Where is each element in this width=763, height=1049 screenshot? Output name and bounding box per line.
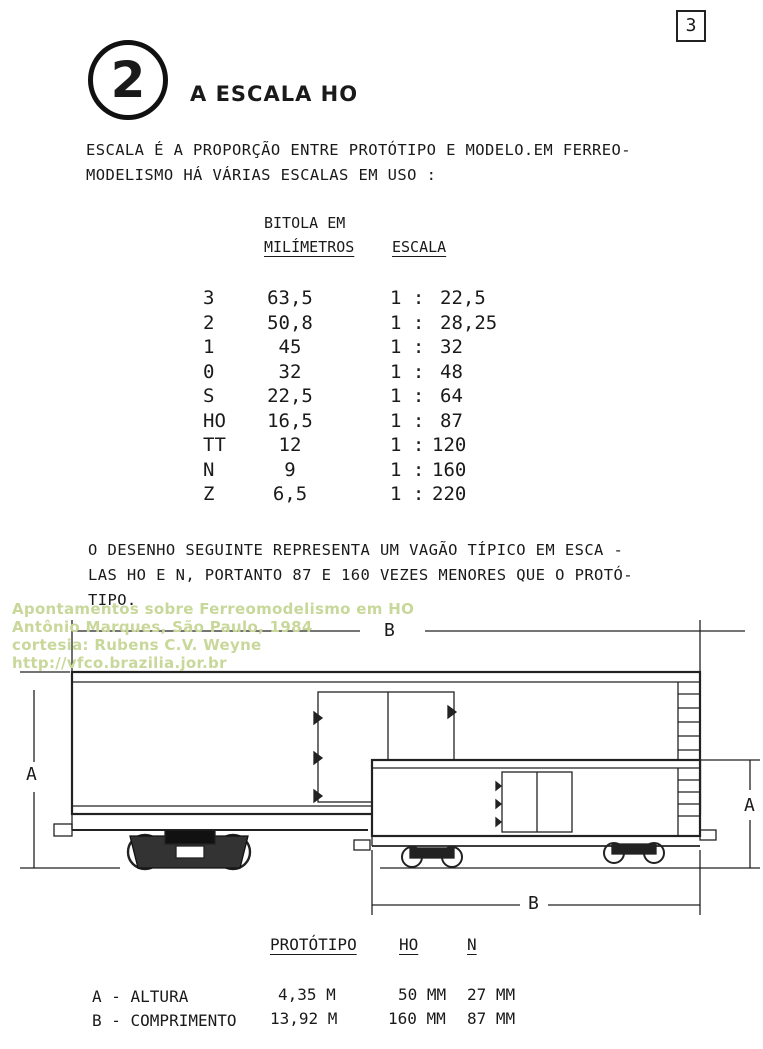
ratio-prefix: 1 : <box>390 385 425 407</box>
ratio-value: 48 <box>440 360 463 383</box>
row-b-n: 87 MM <box>467 1009 516 1028</box>
ratio-value: 120 <box>432 434 467 456</box>
gauge-value: 16,5 <box>267 409 313 432</box>
header-ho: HO <box>399 935 419 954</box>
scale-names-column: 3 2 1 0 S HO TT N Z <box>203 286 226 507</box>
ratio-prefix: 1 : <box>390 287 425 309</box>
row-b-prototype: 13,92 M <box>270 1009 338 1028</box>
header-n: N <box>467 935 477 954</box>
page-number: 3 <box>676 10 706 42</box>
watermark-line-3: cortesia: Rubens C.V. Weyne <box>12 636 262 654</box>
scale-name: 0 <box>203 360 215 383</box>
gauge-value: 50,8 <box>267 311 313 334</box>
scale-name: N <box>203 458 215 481</box>
scale-name: TT <box>203 434 226 456</box>
row-a-ho: 50 MM <box>398 985 447 1004</box>
scale-name: 1 <box>203 336 215 358</box>
intro-line-1: ESCALA É A PROPORÇÃO ENTRE PROTÓTIPO E M… <box>86 141 631 159</box>
n-truck-left <box>409 847 455 859</box>
ratio-value: 160 <box>432 458 467 481</box>
ratio-prefix: 1 : <box>390 336 425 358</box>
ratio-values-column: 22,5 28,25 32 48 64 87 120 160 220 <box>432 286 497 507</box>
ratio-value: 28,25 <box>440 311 498 334</box>
scale-name: Z <box>203 483 215 505</box>
watermark: Apontamentos sobre Ferreomodelismo em HO… <box>12 600 414 672</box>
drawing-text-line-3: TIPO. <box>88 591 137 609</box>
n-truck-right <box>611 843 657 855</box>
ratio-value: 87 <box>440 409 463 432</box>
dim-label-a-right: A <box>744 795 755 816</box>
ratio-prefix-column: 1 : 1 : 1 : 1 : 1 : 1 : 1 : 1 : 1 : <box>390 286 424 507</box>
gauge-header-line-2: MILÍMETROS <box>264 238 355 256</box>
ratio-prefix: 1 : <box>390 360 425 383</box>
intro-paragraph: ESCALA É A PROPORÇÃO ENTRE PROTÓTIPO E M… <box>86 138 631 188</box>
ratio-value: 64 <box>440 385 463 407</box>
row-a-n: 27 MM <box>467 985 516 1004</box>
row-b-label: B - COMPRIMENTO <box>92 1011 237 1030</box>
chapter-title: A ESCALA HO <box>190 82 359 106</box>
scale-name: 3 <box>203 287 215 309</box>
gauge-value: 12 <box>278 434 302 456</box>
row-a-prototype: 4,35 M <box>278 985 336 1004</box>
gauge-values-column: 63,5 50,8 45 32 22,5 16,5 12 9 6,5 <box>264 286 316 507</box>
ratio-prefix: 1 : <box>390 483 425 505</box>
scale-name: 2 <box>203 311 215 334</box>
gauge-value: 9 <box>284 458 296 481</box>
header-prototype: PROTÓTIPO <box>270 935 357 954</box>
ratio-value: 32 <box>440 336 463 358</box>
gauge-value: 6,5 <box>272 483 308 505</box>
ratio-value: 220 <box>432 483 467 505</box>
row-b-ho: 160 MM <box>388 1009 446 1028</box>
gauge-value: 45 <box>278 336 302 358</box>
scale-name: S <box>203 385 215 407</box>
gauge-header-line-1: BITOLA EM <box>264 214 346 232</box>
ratio-prefix: 1 : <box>390 434 425 456</box>
ratio-prefix: 1 : <box>390 409 425 432</box>
watermark-line-1: Apontamentos sobre Ferreomodelismo em HO <box>12 600 415 618</box>
drawing-description: O DESENHO SEGUINTE REPRESENTA UM VAGÃO T… <box>88 538 633 613</box>
row-a-label: A - ALTURA <box>92 987 189 1006</box>
scale-name: HO <box>203 409 226 432</box>
n-car-body <box>370 758 702 838</box>
gauge-value: 22,5 <box>267 385 313 407</box>
intro-line-2: MODELISMO HÁ VÁRIAS ESCALAS EM USO : <box>86 166 437 184</box>
ratio-prefix: 1 : <box>390 311 425 334</box>
ratio-value: 22,5 <box>440 287 486 309</box>
dim-label-b-bottom: B <box>528 893 539 914</box>
drawing-text-line-1: O DESENHO SEGUINTE REPRESENTA UM VAGÃO T… <box>88 541 624 559</box>
watermark-line-2: Antônio Marques, São Paulo, 1984 <box>12 618 313 636</box>
gauge-value: 32 <box>278 360 302 383</box>
gauge-value: 63,5 <box>267 287 313 309</box>
scale-header: ESCALA <box>392 238 447 256</box>
dim-label-b-top: B <box>384 620 395 641</box>
ratio-prefix: 1 : <box>390 458 425 481</box>
dim-label-a-left: A <box>26 764 37 785</box>
chapter-number-circle: 2 <box>88 40 168 120</box>
watermark-line-4: http://vfco.brazilia.jor.br <box>12 654 227 672</box>
drawing-text-line-2: LAS HO E N, PORTANTO 87 E 160 VEZES MENO… <box>88 566 633 584</box>
